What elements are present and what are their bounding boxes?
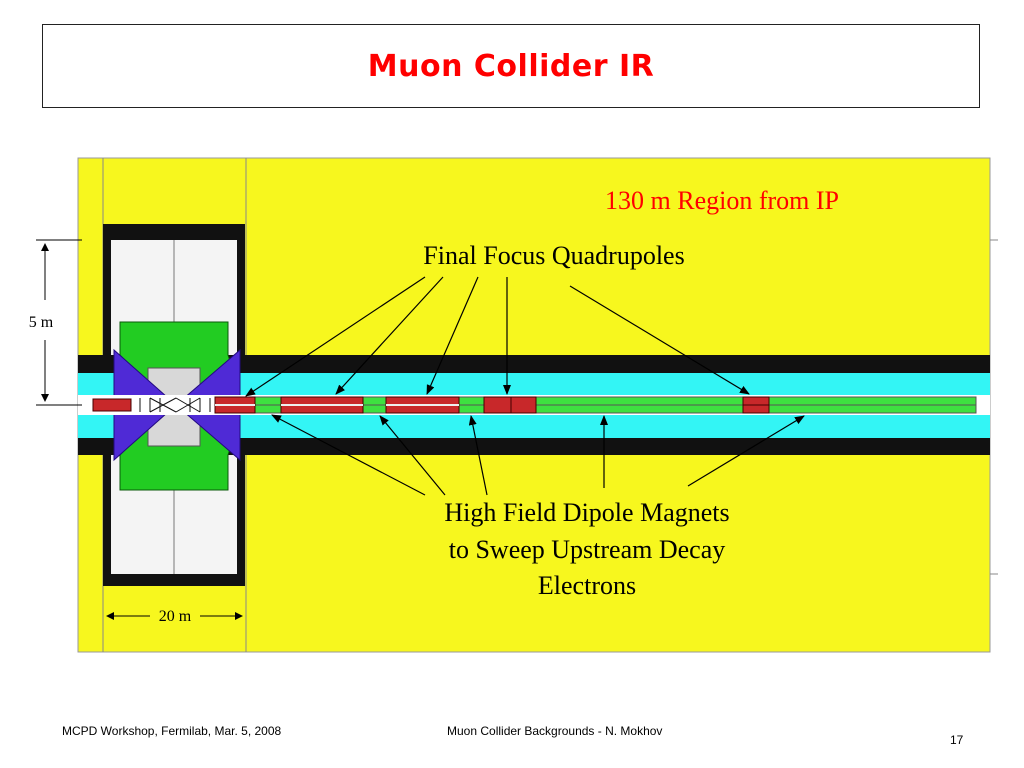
shield-band-bottom	[78, 438, 990, 455]
quad-arrow-3	[426, 276, 479, 395]
dim-5m-label: 5 m	[29, 314, 54, 331]
shield-band-top	[78, 355, 990, 373]
quad-4	[483, 396, 537, 414]
dipole-label-line-2: to Sweep Upstream Decay	[449, 535, 726, 564]
quad-ip-left	[92, 398, 132, 412]
region-label: 130 m Region from IP	[605, 186, 839, 215]
dipole-label-line-3: Electrons	[538, 571, 636, 600]
quad-arrows	[245, 276, 750, 397]
quad-arrow-1	[245, 276, 426, 397]
dipole-arrow-1	[271, 414, 426, 496]
dipole-label-line-1: High Field Dipole Magnets	[444, 498, 729, 527]
slide-title: Muon Collider IR	[367, 48, 655, 84]
quad-arrow-2	[335, 276, 444, 395]
page-number: 17	[950, 733, 964, 747]
quad-arrow-5	[569, 285, 750, 395]
quad-label: Final Focus Quadrupoles	[423, 241, 684, 270]
dipole-arrow-3	[468, 415, 488, 496]
ip-marks	[139, 397, 211, 413]
dipole-arrows	[271, 414, 805, 496]
title-box: Muon Collider IR	[42, 24, 980, 108]
footer-center: Muon Collider Backgrounds - N. Mokhov	[447, 724, 663, 738]
dipole-arrow-2	[379, 415, 446, 496]
dim-20m-label: 20 m	[159, 608, 192, 625]
footer-left: MCPD Workshop, Fermilab, Mar. 5, 2008	[62, 724, 282, 738]
dipole-arrow-5	[687, 415, 805, 487]
